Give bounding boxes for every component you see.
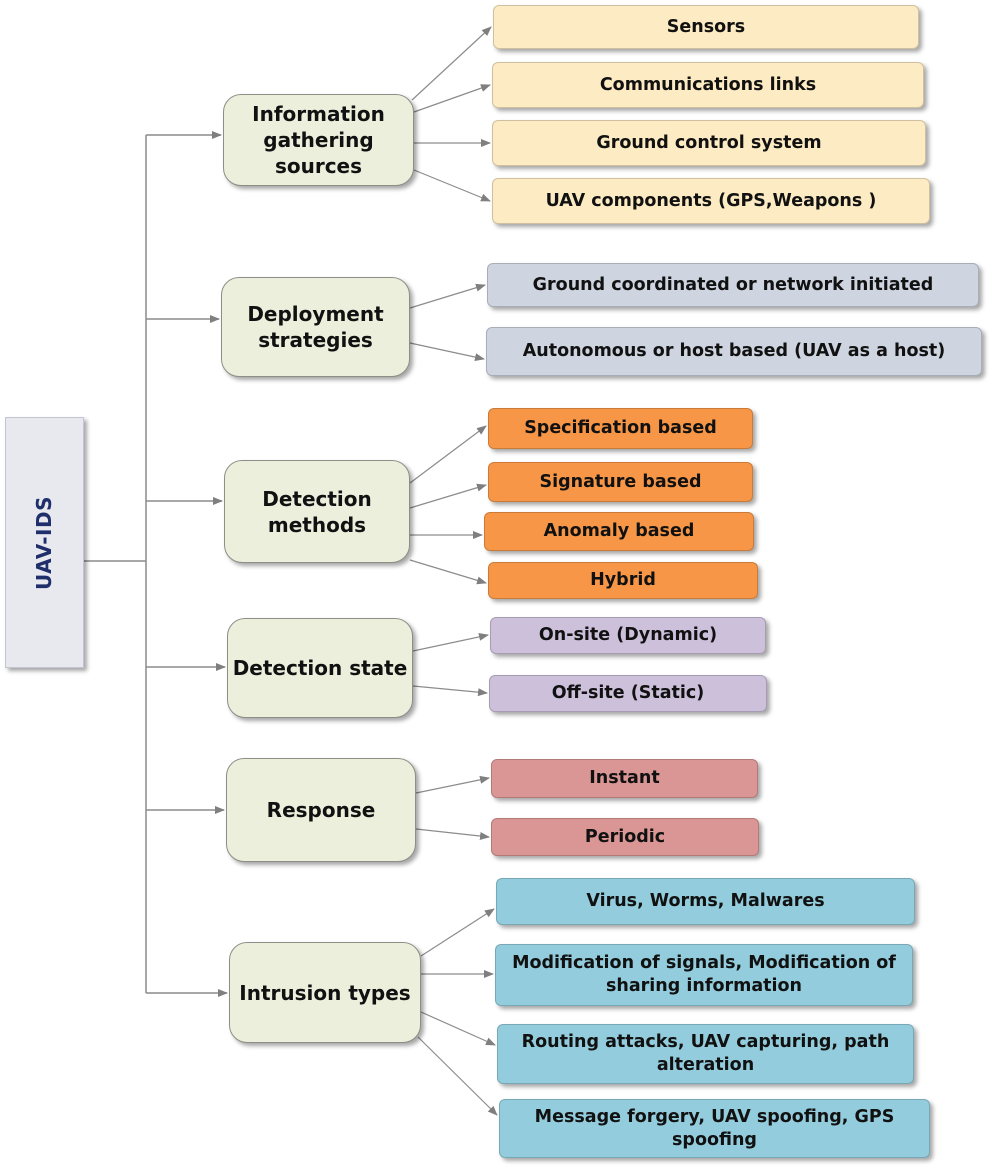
- category-label: Intrusion types: [239, 980, 411, 1005]
- leaf-label: Anomaly based: [543, 521, 695, 541]
- leaf-label: Ground control system: [596, 132, 822, 153]
- leaf-modification-of-signals: Modification of signals, Modification of…: [495, 944, 913, 1006]
- category-information-gathering-sources: Information gathering sources: [223, 94, 414, 186]
- category-label: Information gathering sources: [252, 102, 385, 178]
- leaf-off-site-static: Off-site (Static): [489, 675, 767, 712]
- leaf-sensors: Sensors: [493, 5, 919, 49]
- category-label: Detection methods: [262, 486, 372, 537]
- leaf-label: Hybrid: [590, 570, 656, 590]
- leaf-on-site-dynamic: On-site (Dynamic): [490, 617, 766, 654]
- leaf-label: On-site (Dynamic): [538, 625, 718, 645]
- category-label: Detection state: [232, 656, 408, 680]
- leaf-label: Sensors: [666, 16, 746, 37]
- leaf-label: Signature based: [539, 471, 702, 492]
- category-response: Response: [226, 758, 416, 862]
- category-label: Deployment strategies: [247, 302, 384, 352]
- leaf-label: Periodic: [584, 826, 666, 847]
- leaf-signature-based: Signature based: [488, 462, 753, 502]
- leaf-label: Autonomous or host based (UAV as a host): [522, 341, 946, 361]
- leaf-label: Modification of signals, Modification of…: [512, 953, 896, 996]
- root-label: UAV-IDS: [32, 495, 57, 590]
- leaf-autonomous-host-based: Autonomous or host based (UAV as a host): [486, 327, 982, 376]
- leaf-uav-components: UAV components (GPS,Weapons ): [492, 178, 930, 224]
- leaf-hybrid: Hybrid: [488, 562, 758, 599]
- leaf-label: UAV components (GPS,Weapons ): [545, 190, 877, 211]
- category-detection-methods: Detection methods: [224, 460, 410, 563]
- leaf-label: Message forgery, UAV spoofing, GPS spoof…: [534, 1106, 895, 1150]
- leaf-message-forgery: Message forgery, UAV spoofing, GPS spoof…: [499, 1099, 930, 1158]
- leaf-virus-worms-malwares: Virus, Worms, Malwares: [496, 878, 915, 925]
- leaf-label: Routing attacks, UAV capturing, path alt…: [521, 1032, 890, 1075]
- leaf-communications-links: Communications links: [492, 62, 924, 108]
- leaf-label: Ground coordinated or network initiated: [532, 274, 934, 295]
- leaf-label: Specification based: [524, 418, 717, 438]
- leaf-specification-based: Specification based: [488, 408, 753, 449]
- leaf-label: Off-site (Static): [551, 683, 705, 703]
- category-detection-state: Detection state: [227, 618, 413, 718]
- leaf-label: Communications links: [599, 74, 817, 95]
- leaf-instant: Instant: [491, 759, 758, 798]
- leaf-anomaly-based: Anomaly based: [484, 512, 754, 551]
- category-intrusion-types: Intrusion types: [229, 942, 421, 1043]
- category-deployment-strategies: Deployment strategies: [221, 277, 410, 377]
- leaf-label: Instant: [589, 768, 660, 788]
- leaf-label: Virus, Worms, Malwares: [586, 891, 825, 911]
- leaf-periodic: Periodic: [491, 818, 759, 856]
- leaf-ground-control-system: Ground control system: [492, 120, 926, 166]
- category-label: Response: [266, 798, 376, 822]
- leaf-ground-coordinated: Ground coordinated or network initiated: [487, 263, 979, 307]
- root-node-uav-ids: UAV-IDS: [5, 417, 84, 668]
- leaf-routing-attacks: Routing attacks, UAV capturing, path alt…: [497, 1024, 914, 1084]
